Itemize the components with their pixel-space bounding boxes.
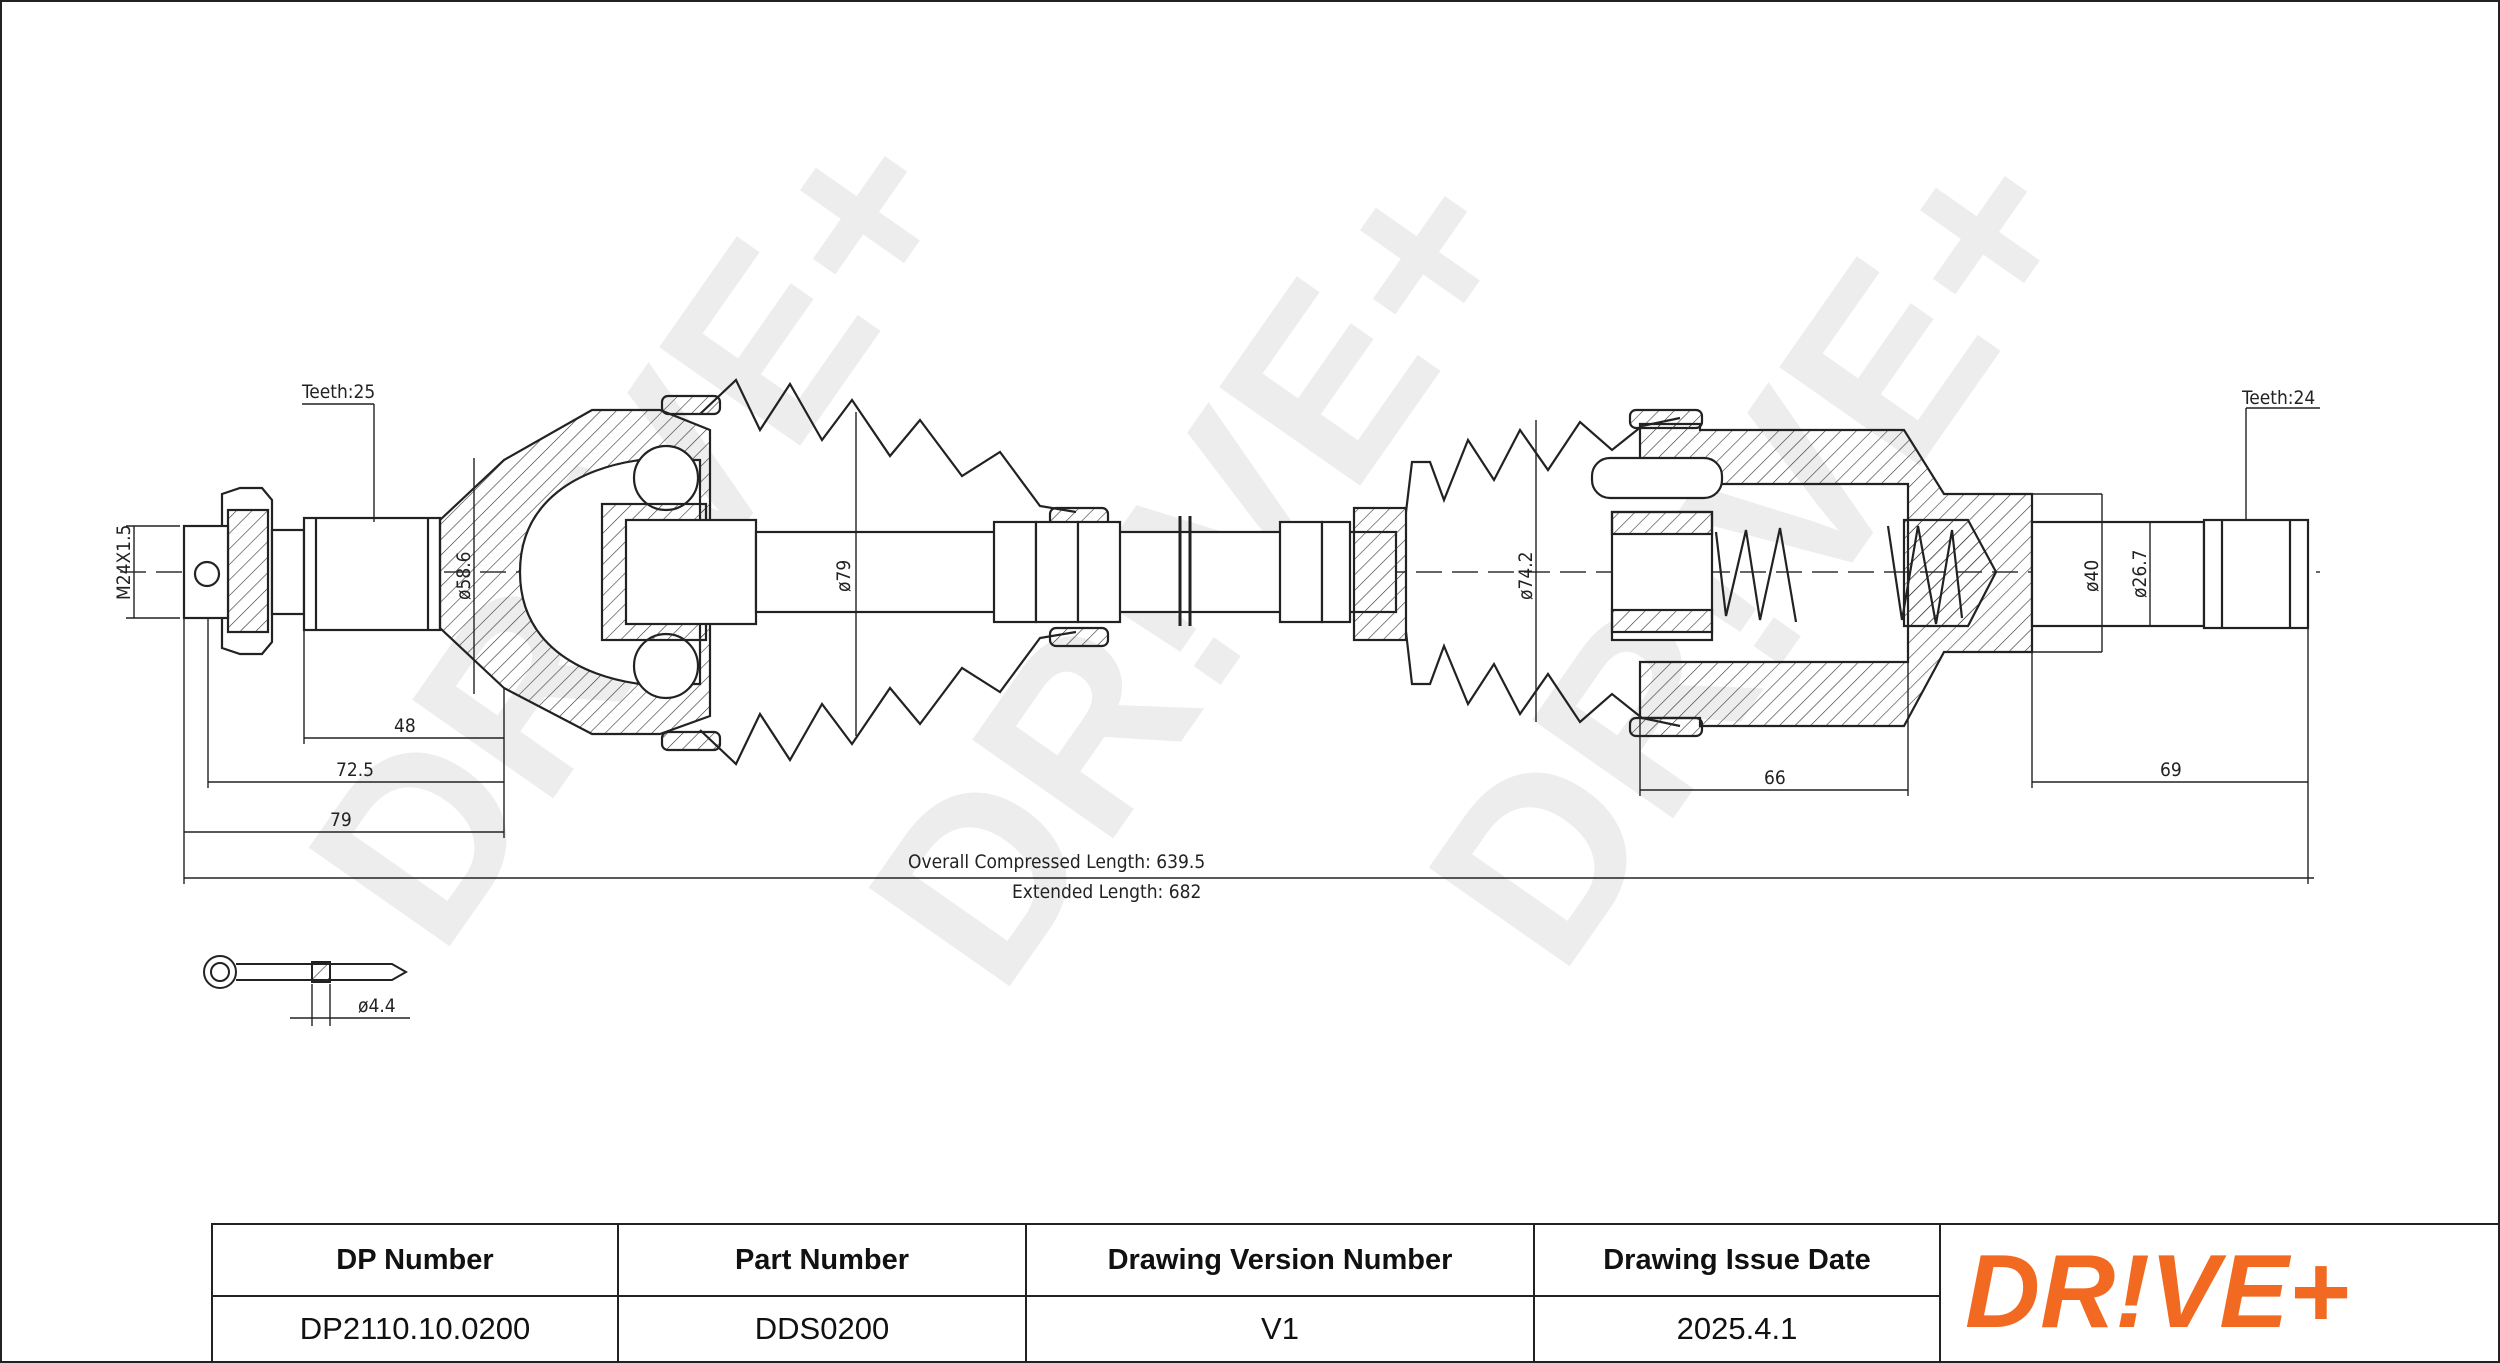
drawing-version-value: V1 <box>1025 1295 1535 1363</box>
boot-clamp <box>1628 716 1704 738</box>
spring <box>1714 527 1798 623</box>
dimensions <box>126 403 2320 884</box>
left-spline <box>302 516 442 632</box>
dia-58-6-label: ø58.6 <box>453 551 475 600</box>
damper-clamp <box>1352 506 1408 642</box>
length-79-label: 79 <box>330 809 352 831</box>
split-pin-detail <box>203 955 410 1026</box>
header-dp-number: DP Number <box>211 1223 619 1297</box>
part-number-value: DDS0200 <box>617 1295 1027 1363</box>
issue-date-value: 2025.4.1 <box>1533 1295 1941 1363</box>
header-part-number: Part Number <box>617 1223 1027 1297</box>
length-72-5-label: 72.5 <box>336 759 374 781</box>
split-pin-hole <box>193 560 221 588</box>
boot-clamp <box>1048 626 1110 648</box>
right-teeth-label: Teeth:24 <box>2241 387 2315 409</box>
boot-clamp <box>660 394 722 416</box>
cv-ball <box>632 444 700 512</box>
cv-ball <box>632 632 700 700</box>
dia-26-7-label: ø26.7 <box>2129 549 2151 598</box>
dimension-labels: Teeth:25 Teeth:24 M24X1.5 ø58.6 ø79 ø74.… <box>113 381 2315 1017</box>
nut-head <box>226 508 270 634</box>
pin-diameter-label: ø4.4 <box>358 995 396 1017</box>
dia-79-label: ø79 <box>833 560 855 592</box>
thread-label: M24X1.5 <box>113 525 135 600</box>
dia-74-2-label: ø74.2 <box>1515 551 1537 600</box>
right-spline <box>2030 520 2206 628</box>
brand-logo: DR!VE+ <box>1939 1223 2500 1363</box>
title-block: DP Number Part Number Drawing Version Nu… <box>211 1223 2500 1363</box>
dia-40-label: ø40 <box>2081 560 2103 592</box>
length-69-label: 69 <box>2160 759 2182 781</box>
dp-number-value: DP2110.10.0200 <box>211 1295 619 1363</box>
outer-boot <box>699 378 1077 514</box>
header-drawing-version: Drawing Version Number <box>1025 1223 1535 1297</box>
length-66-label: 66 <box>1764 767 1786 789</box>
overall-compressed-length: Overall Compressed Length: 639.5 <box>908 851 1205 873</box>
drive-shaft <box>182 378 2310 766</box>
svg-text:DR!VE+: DR!VE+ <box>1965 1234 2349 1350</box>
length-48-label: 48 <box>394 715 416 737</box>
inner-boot <box>1404 416 1681 513</box>
header-issue-date: Drawing Issue Date <box>1533 1223 1941 1297</box>
extended-length: Extended Length: 682 <box>1012 881 1201 903</box>
left-teeth-label: Teeth:25 <box>301 381 375 403</box>
